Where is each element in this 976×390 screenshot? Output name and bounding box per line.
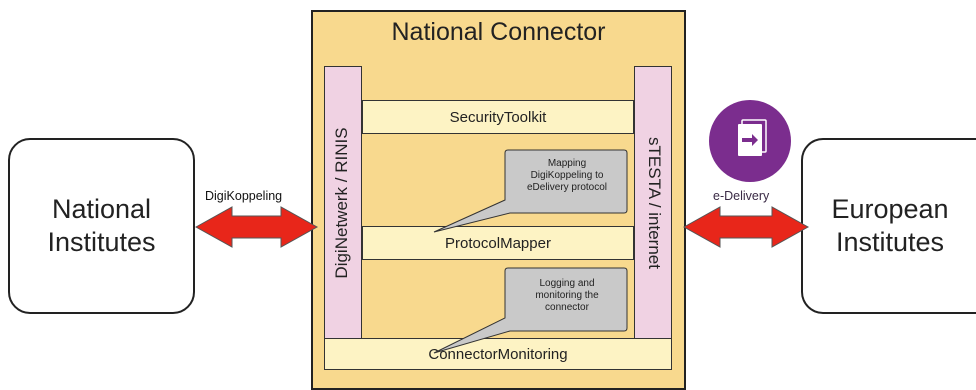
panel-title: National Connector — [391, 18, 606, 46]
callout-mapping-text: Mapping DigiKoppeling to eDelivery proto… — [526, 158, 608, 193]
national-institutes-box: National Institutes — [8, 138, 195, 314]
connector-monitoring-bar: ConnectorMonitoring — [324, 338, 672, 370]
security-toolkit-label: SecurityToolkit — [449, 108, 547, 126]
digikoppeling-label: DigiKoppeling — [205, 189, 283, 203]
edelivery-label: e-Delivery — [713, 189, 770, 203]
digikoppeling-arrow — [194, 206, 319, 248]
callout-monitoring — [433, 267, 628, 354]
edelivery-arrow — [682, 206, 810, 248]
national-institutes-label: National Institutes — [47, 194, 156, 257]
diginetwerk-column — [324, 66, 362, 340]
european-institutes-box: European Institutes — [801, 138, 976, 314]
protocol-mapper-label: ProtocolMapper — [445, 234, 551, 252]
callout-monitoring-text: Logging and monitoring the connector — [535, 278, 599, 313]
protocol-mapper-bar: ProtocolMapper — [362, 226, 634, 260]
callout-mapping — [433, 149, 628, 233]
european-institutes-label: European Institutes — [831, 194, 949, 257]
connector-monitoring-label: ConnectorMonitoring — [428, 345, 568, 363]
security-toolkit-bar: SecurityToolkit — [362, 100, 634, 134]
document-arrow-icon — [709, 100, 791, 182]
stesta-column — [634, 66, 672, 340]
